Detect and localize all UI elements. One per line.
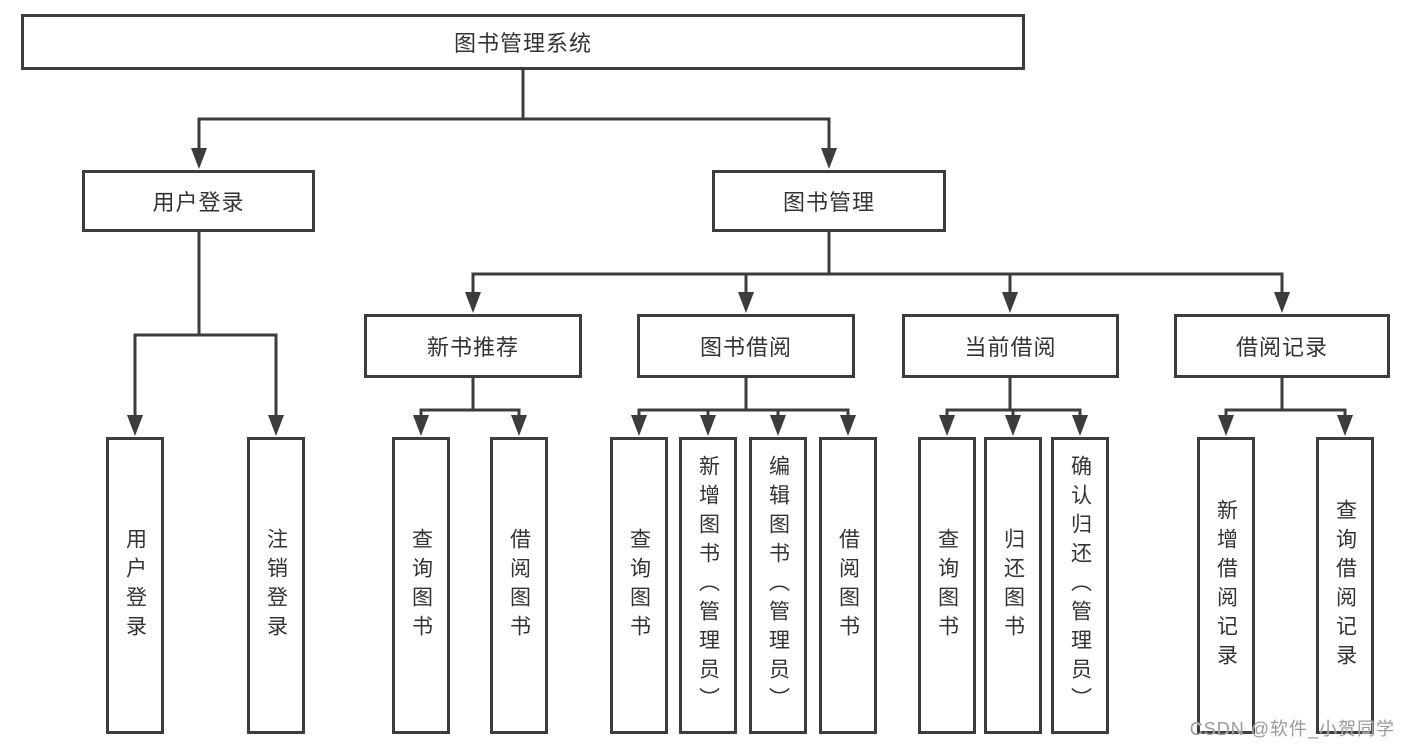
leaf-cb-confirm-return-admin: 确认归还（管理员） [1051,437,1109,734]
leaf-nbr-borrow-books: 借阅图书 [490,437,548,734]
node-new-book-recommend: 新书推荐 [364,314,582,378]
leaf-bb-query-books: 查询图书 [610,437,668,734]
node-user-login: 用户登录 [82,170,315,232]
leaf-cb-return-books: 归还图书 [984,437,1042,734]
leaf-label: 归还图书 [1001,527,1025,644]
leaf-cb-query-books: 查询图书 [918,437,976,734]
leaf-label: 确认归还（管理员） [1068,455,1092,716]
node-current-borrow: 当前借阅 [902,314,1119,378]
arrowheads [127,148,1353,436]
node-label: 图书借阅 [699,335,792,360]
node-label: 当前借阅 [964,335,1057,360]
leaf-bb-add-books-admin: 新增图书（管理员） [679,437,737,734]
node-label: 借阅记录 [1235,335,1328,360]
leaf-label: 查询图书 [935,527,959,644]
node-book-borrow: 图书借阅 [637,314,855,378]
leaf-label: 借阅图书 [507,527,531,644]
node-borrow-records: 借阅记录 [1174,314,1390,378]
leaf-label: 新增借阅记录 [1214,498,1238,673]
leaf-label: 注销登录 [264,527,288,644]
node-label: 图书管理 [782,190,875,215]
node-label: 新书推荐 [426,335,519,360]
leaf-br-query-record: 查询借阅记录 [1316,437,1374,734]
leaf-bb-edit-books-admin: 编辑图书（管理员） [749,437,807,734]
watermark-csdn: CSDN @软件_小贺同学 [1189,719,1395,739]
leaf-label: 借阅图书 [836,527,860,644]
leaf-nbr-query-books: 查询图书 [392,437,450,734]
node-label: 图书管理系统 [453,31,592,56]
leaf-label: 用户登录 [123,527,147,644]
leaf-label: 新增图书（管理员） [696,455,720,716]
leaf-label: 编辑图书（管理员） [766,455,790,716]
leaf-logout-login: 注销登录 [247,437,305,734]
node-library-management-system: 图书管理系统 [21,14,1025,70]
leaf-user-login: 用户登录 [106,437,164,734]
leaf-label: 查询借阅记录 [1333,498,1357,673]
leaf-bb-borrow-books: 借阅图书 [819,437,877,734]
leaf-label: 查询图书 [627,527,651,644]
node-book-management: 图书管理 [712,170,946,232]
node-label: 用户登录 [152,190,245,215]
leaf-label: 查询图书 [409,527,433,644]
leaf-br-add-record: 新增借阅记录 [1197,437,1255,734]
